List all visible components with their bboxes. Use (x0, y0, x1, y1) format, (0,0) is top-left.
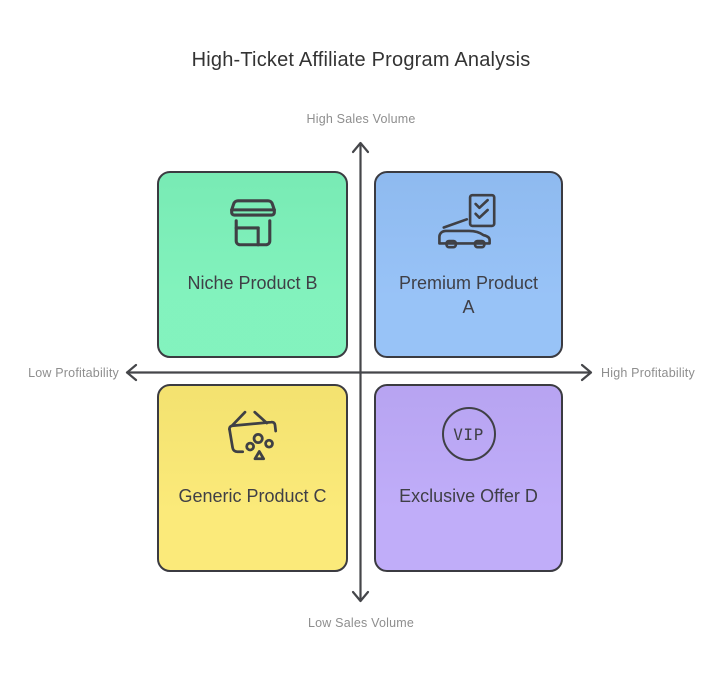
vip-circle: VIP (441, 407, 496, 461)
page-title: High-Ticket Affiliate Program Analysis (191, 49, 531, 71)
arrowhead-up-icon (351, 141, 370, 154)
vip-text: VIP (453, 424, 484, 444)
quadrant-label: Exclusive Offer D (399, 486, 538, 506)
shopping-basket-icon (223, 404, 283, 464)
axis-label-left: Low Profitability (28, 366, 119, 380)
quadrant-premium-product-a: Premium Product A (374, 171, 563, 358)
quadrant-label: Premium Product A (398, 273, 539, 317)
arrowhead-down-icon (351, 590, 370, 603)
vip-badge-icon: VIP (441, 404, 496, 464)
arrowhead-left-icon (125, 363, 138, 382)
arrowhead-right-icon (580, 363, 593, 382)
axis-label-bottom: Low Sales Volume (307, 616, 415, 630)
quadrant-generic-product-c: Generic Product C (157, 384, 348, 572)
axis-label-top: High Sales Volume (306, 112, 416, 126)
storefront-icon (222, 191, 284, 251)
quadrant-exclusive-offer-d: VIP Exclusive Offer D (374, 384, 563, 572)
car-checklist-icon (436, 191, 502, 251)
quadrant-label: Generic Product C (178, 486, 327, 506)
quadrant-niche-product-b: Niche Product B (157, 171, 348, 358)
axis-label-right: High Profitability (601, 366, 695, 380)
quadrant-label: Niche Product B (187, 273, 318, 293)
